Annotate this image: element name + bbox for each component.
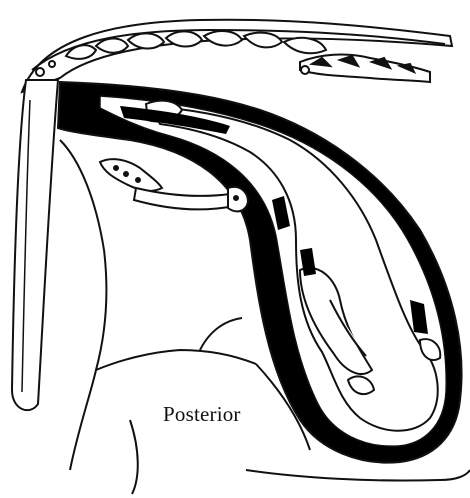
- spine-vertebrae: [22, 20, 452, 92]
- abdominal-floor: [246, 470, 470, 481]
- orientation-label: Posterior: [163, 402, 241, 427]
- tail: [12, 80, 58, 410]
